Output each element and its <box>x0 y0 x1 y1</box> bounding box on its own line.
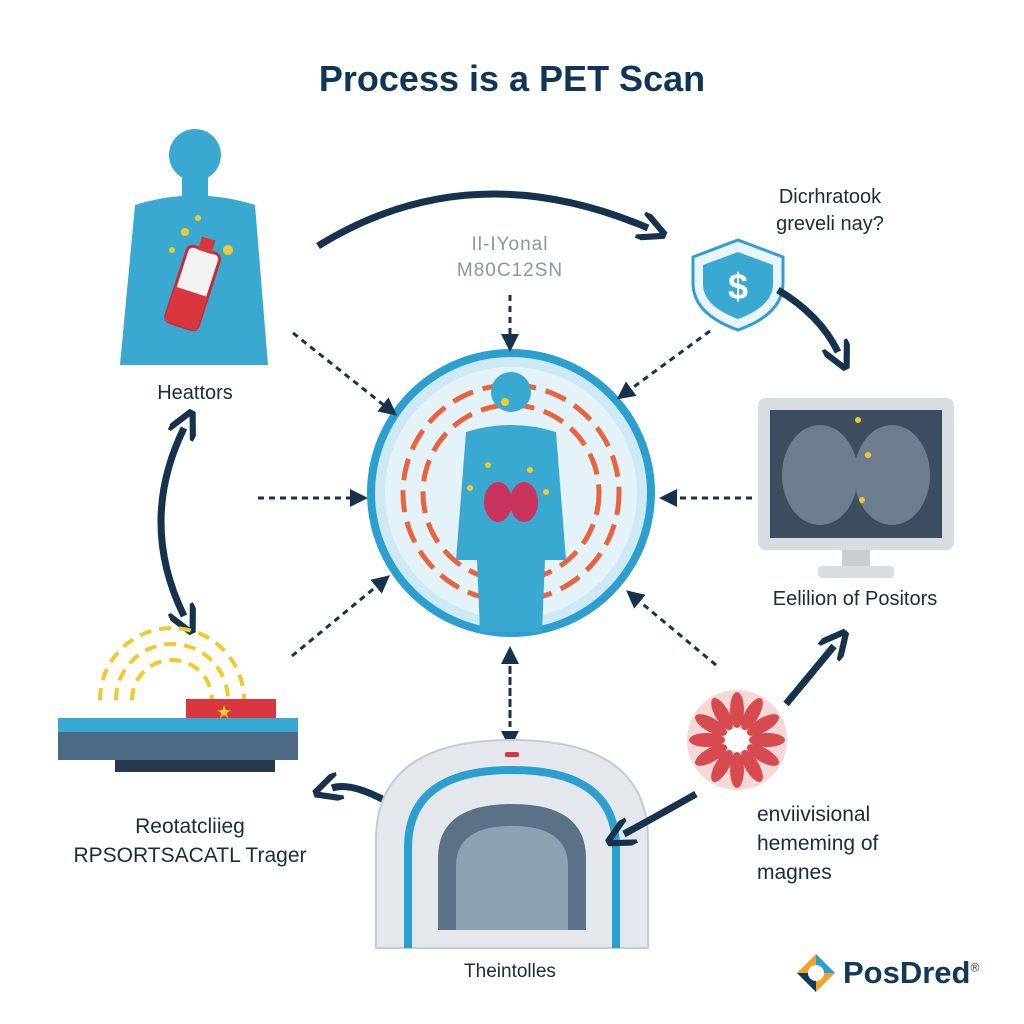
diagram-title: Process is a PET Scan <box>318 58 706 99</box>
tunnel-to-bed-arrow <box>332 787 386 804</box>
shield-dollar-icon: $ <box>691 238 785 332</box>
brand-name: PosDred® <box>843 955 979 991</box>
node-label-bottom-left: Reotatcliieg RPSORTSACATL Trager <box>40 812 340 870</box>
radial-flower-icon <box>687 690 787 790</box>
flower-to-tunnel-arrow <box>624 790 698 834</box>
center-label: Il-IYonal M80C12SN <box>400 232 620 284</box>
center-label-line2: M80C12SN <box>456 260 564 281</box>
node-label-bottom-left-line2: RPSORTSACATL Trager <box>73 844 307 867</box>
node-label-bottom-right-line3: magnes <box>757 861 832 884</box>
node-label-bottom-center: Theintolles <box>464 961 556 982</box>
shield-to-monitor-arrow <box>776 286 838 352</box>
left-double-arrow <box>157 428 184 616</box>
top-arc-arrow <box>316 190 648 249</box>
patient-with-tracer-icon <box>120 129 268 365</box>
brand-mark: ® <box>970 960 980 975</box>
monitor-lung-scan-icon <box>758 398 954 578</box>
svg-text:$: $ <box>728 266 748 307</box>
inbound-dashed-arrows <box>258 295 752 749</box>
center-label-line1: Il-IYonal <box>471 234 549 255</box>
brand-logo-icon <box>797 954 835 992</box>
node-label-top-left: Heattors <box>157 382 233 404</box>
scanner-bed-icon: ★ <box>58 626 298 772</box>
node-label-bottom-right: enviivisional hememing of magnes <box>757 800 977 887</box>
node-label-top-right-line1: Dicrhratook <box>778 186 882 208</box>
node-label-top-right: Dicrhratook greveli nay? <box>730 184 930 238</box>
brand-text: PosDred <box>843 955 971 990</box>
node-label-right: Eelilion of Positors <box>772 588 938 610</box>
body-in-scanner-ring-icon <box>367 349 655 637</box>
node-label-bottom-right-line1: enviivisional <box>757 803 871 826</box>
svg-text:★: ★ <box>216 702 232 722</box>
node-label-top-right-line2: greveli nay? <box>776 213 884 235</box>
flower-to-monitor-arrow <box>783 646 834 707</box>
pet-scanner-tunnel-icon <box>375 738 649 949</box>
node-label-bottom-left-line1: Reotatcliieg <box>135 815 245 838</box>
node-label-bottom-right-line2: hememing of <box>757 832 879 855</box>
